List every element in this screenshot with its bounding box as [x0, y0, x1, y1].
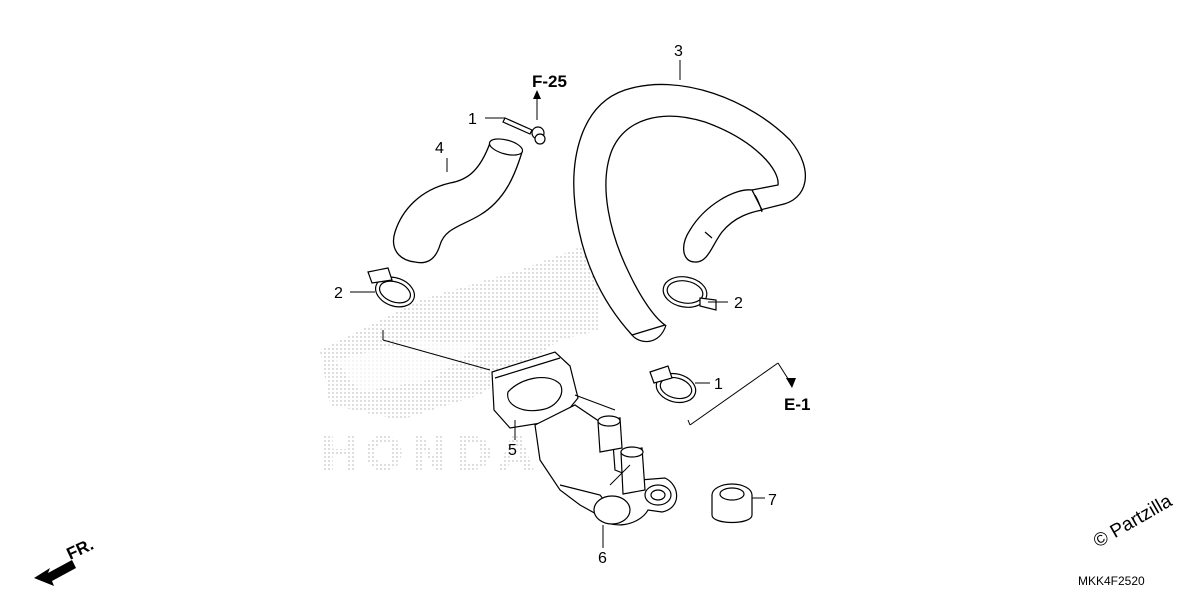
front-direction-arrow: FR. [34, 535, 97, 586]
part-4-hose-small [392, 138, 524, 264]
callout-leaders [350, 60, 765, 548]
callout-5-mount: 5 [508, 442, 517, 459]
part-5-mount-rubber [491, 351, 579, 429]
part-6-water-pump [534, 404, 678, 526]
front-label: FR. [64, 535, 97, 564]
part-7-plug [711, 483, 753, 524]
honda-wordmark: HONDA [320, 427, 540, 481]
callout-1-clip: 1 [468, 111, 477, 128]
callout-2-clamp-right: 2 [734, 295, 743, 312]
copyright-watermark: © Partzilla [1090, 490, 1176, 552]
callout-4-hose: 4 [435, 140, 444, 157]
callout-7-plug: 7 [768, 492, 777, 509]
diagram-code: MKK4F2520 [1078, 574, 1145, 588]
callout-3-hose: 3 [674, 43, 683, 60]
callout-6-pump: 6 [598, 550, 607, 567]
part-1-clip-top [502, 117, 546, 145]
ref-e1: E-1 [784, 395, 810, 414]
part-2-hose-clamp-right [662, 276, 717, 311]
callout-2-clamp-left: 2 [334, 285, 343, 302]
part-3-hose-large [573, 83, 806, 343]
honda-logo-watermark: HONDA [320, 240, 600, 481]
part-1-clamp-lower [649, 365, 697, 404]
ref-f25: F-25 [532, 72, 567, 91]
callout-1-clamp: 1 [714, 376, 723, 393]
connection-lines [382, 90, 796, 486]
part-2-hose-clamp-left [367, 267, 415, 308]
